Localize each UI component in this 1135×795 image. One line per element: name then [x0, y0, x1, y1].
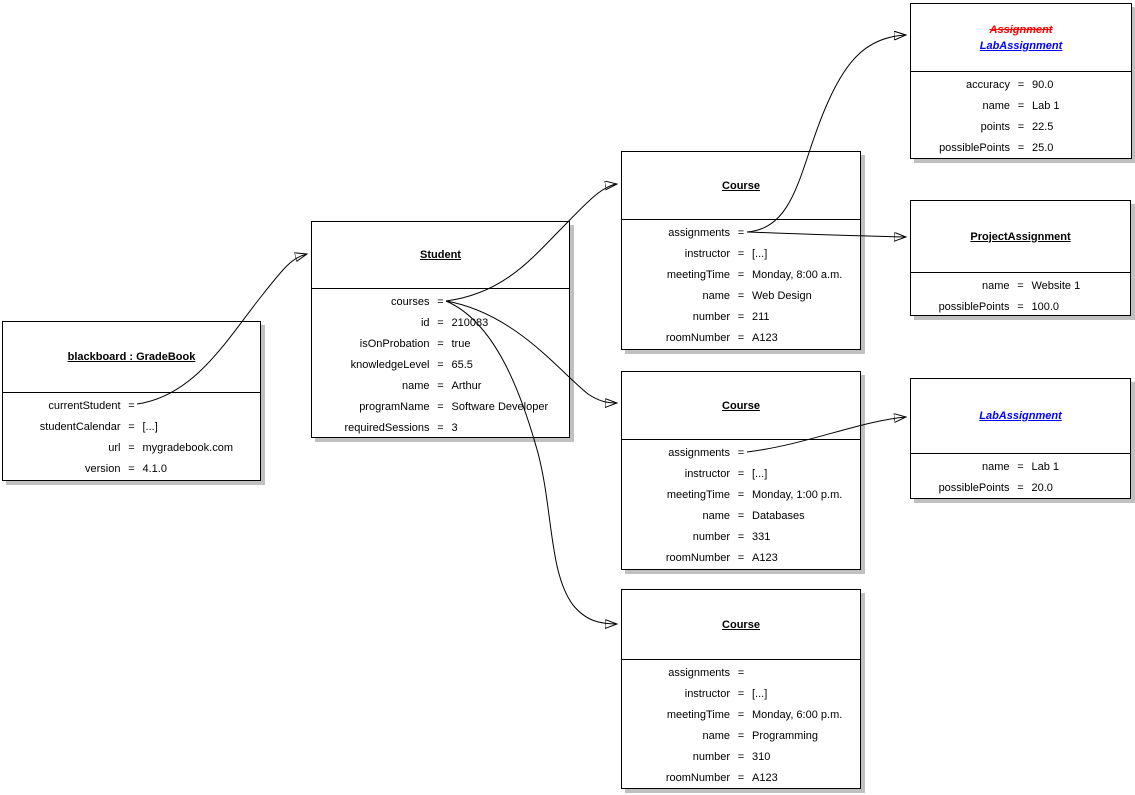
field-row: knowledgeLevel=65.5: [350, 359, 473, 371]
object-title: LabAssignment: [911, 379, 1130, 454]
object-title-label: Course: [722, 618, 760, 631]
field-row: url=mygradebook.com: [108, 442, 233, 454]
field-row: version=4.1.0: [85, 463, 167, 475]
object-fields: name=Website 1 possiblePoints=100.0: [911, 273, 1130, 318]
field-row: assignments=: [668, 447, 745, 459]
field-row: name=Lab 1: [982, 100, 1060, 112]
object-title-label: blackboard : GradeBook: [67, 351, 196, 363]
field-row: programName=Software Developer: [359, 401, 549, 413]
field-row: isOnProbation=true: [359, 338, 471, 350]
object-title-label: Course: [722, 399, 760, 412]
field-row: roomNumber=A123: [665, 552, 778, 564]
object-lab-assignment-1[interactable]: Assignment LabAssignment accuracy=90.0 n…: [910, 3, 1132, 159]
object-title-label: ProjectAssignment: [970, 230, 1071, 243]
field-row: possiblePoints=25.0: [939, 142, 1054, 154]
object-fields: currentStudent= studentCalendar=[...] ur…: [3, 393, 260, 480]
field-row: name=Programming: [702, 730, 819, 742]
field-row: roomNumber=A123: [665, 332, 778, 344]
object-fields: assignments= instructor=[...] meetingTim…: [622, 440, 860, 569]
field-row: meetingTime=Monday, 1:00 p.m.: [666, 489, 843, 501]
object-course-databases[interactable]: Course assignments= instructor=[...] mee…: [621, 371, 861, 570]
object-fields: accuracy=90.0 name=Lab 1 points=22.5 pos…: [911, 72, 1131, 159]
field-row: accuracy=90.0: [965, 79, 1054, 91]
field-row: name=Arthur: [401, 380, 482, 392]
object-lab-assignment-2[interactable]: LabAssignment name=Lab 1 possiblePoints=…: [910, 378, 1131, 499]
object-title: Student: [312, 222, 569, 289]
field-row: name=Website 1: [981, 280, 1081, 292]
object-student[interactable]: Student courses= id=210083 isOnProbation…: [311, 221, 570, 438]
object-course-programming[interactable]: Course assignments= instructor=[...] mee…: [621, 589, 861, 789]
object-title: Course: [622, 152, 860, 220]
field-row: number=331: [692, 531, 771, 543]
object-gradebook[interactable]: blackboard : GradeBook currentStudent= s…: [2, 321, 261, 481]
object-title-label: Course: [722, 179, 760, 192]
object-title-label: Student: [420, 249, 461, 261]
field-row: requiredSessions=3: [344, 422, 458, 434]
field-row: instructor=[...]: [684, 468, 768, 480]
field-row: possiblePoints=20.0: [938, 482, 1053, 494]
field-row: name=Web Design: [702, 290, 812, 302]
field-row: meetingTime=Monday, 6:00 p.m.: [666, 709, 843, 721]
object-project-assignment[interactable]: ProjectAssignment name=Website 1 possibl…: [910, 200, 1131, 316]
field-row: id=210083: [420, 317, 489, 329]
object-fields: assignments= instructor=[...] meetingTim…: [622, 660, 860, 789]
field-row: possiblePoints=100.0: [938, 301, 1060, 313]
field-row: currentStudent=: [48, 400, 135, 412]
field-row: courses=: [390, 296, 444, 308]
object-title-class-link[interactable]: LabAssignment: [979, 39, 1063, 52]
field-row: roomNumber=A123: [665, 772, 778, 784]
object-course-web-design[interactable]: Course assignments= instructor=[...] mee…: [621, 151, 861, 350]
object-fields: courses= id=210083 isOnProbation=true kn…: [312, 289, 569, 439]
object-title-replaced-class: Assignment: [989, 23, 1053, 36]
field-row: assignments=: [668, 227, 745, 239]
field-row: assignments=: [668, 667, 745, 679]
object-fields: assignments= instructor=[...] meetingTim…: [622, 220, 860, 349]
object-fields: name=Lab 1 possiblePoints=20.0: [911, 454, 1130, 499]
field-row: instructor=[...]: [684, 248, 768, 260]
field-row: meetingTime=Monday, 8:00 a.m.: [666, 269, 843, 281]
field-row: studentCalendar=[...]: [39, 421, 158, 433]
field-row: points=22.5: [980, 121, 1054, 133]
field-row: instructor=[...]: [684, 688, 768, 700]
field-row: number=211: [692, 311, 770, 323]
object-title-class-link[interactable]: LabAssignment: [979, 410, 1062, 422]
object-title: Course: [622, 372, 860, 440]
object-title: ProjectAssignment: [911, 201, 1130, 273]
object-title: Assignment LabAssignment: [911, 4, 1131, 72]
field-row: number=310: [692, 751, 771, 763]
object-title: blackboard : GradeBook: [3, 322, 260, 393]
field-row: name=Databases: [702, 510, 805, 522]
field-row: name=Lab 1: [981, 461, 1060, 473]
object-title: Course: [622, 590, 860, 660]
